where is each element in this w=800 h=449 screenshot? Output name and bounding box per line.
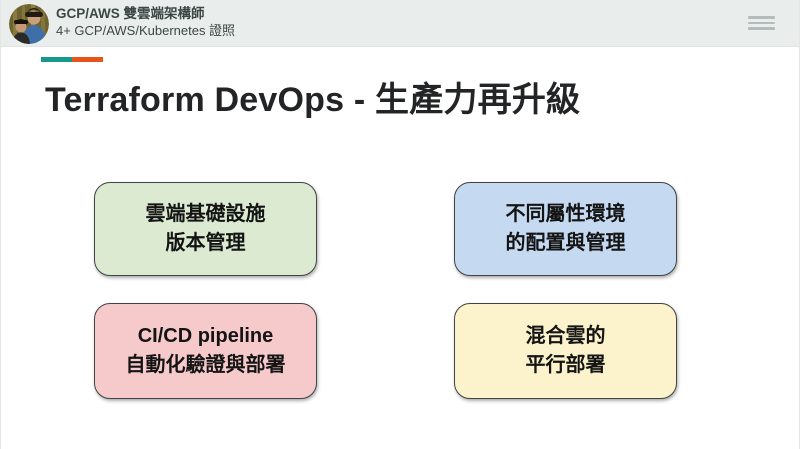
card-hybrid-cloud-parallel-deploy: 混合雲的 平行部署	[454, 303, 677, 399]
slide-title: Terraform DevOps - 生產力再升級	[45, 81, 581, 119]
accent-orange-segment	[72, 57, 103, 62]
slide-canvas: Terraform DevOps - 生產力再升級 雲端基礎設施 版本管理 不同…	[1, 48, 799, 449]
card-text-line: 版本管理	[165, 232, 246, 254]
card-text-line: 混合雲的	[525, 325, 606, 347]
menu-bar-line	[748, 16, 775, 19]
header-subtitle: 4+ GCP/AWS/Kubernetes 證照	[56, 23, 236, 39]
card-cicd-pipeline-automation: CI/CD pipeline 自動化驗證與部署	[94, 303, 317, 399]
card-cloud-infra-version-control: 雲端基礎設施 版本管理	[94, 182, 317, 276]
profile-photo-icon	[9, 3, 49, 44]
card-text-line: 平行部署	[525, 354, 606, 376]
hamburger-menu-icon[interactable]	[748, 9, 775, 37]
avatar[interactable]	[9, 3, 49, 44]
header-title: GCP/AWS 雙雲端架構師	[56, 6, 205, 22]
card-text-line: 雲端基礎設施	[145, 203, 266, 225]
header-bar: GCP/AWS 雙雲端架構師 4+ GCP/AWS/Kubernetes 證照	[1, 0, 799, 47]
card-text-line: CI/CD pipeline	[137, 325, 274, 347]
card-text-line: 不同屬性環境	[505, 203, 626, 225]
menu-bar-line	[748, 21, 775, 25]
card-environment-config-management: 不同屬性環境 的配置與管理	[454, 182, 677, 276]
card-text-line: 的配置與管理	[505, 232, 626, 254]
card-text-line: 自動化驗證與部署	[125, 354, 286, 376]
menu-bar-line	[748, 27, 775, 30]
accent-teal-segment	[41, 57, 72, 62]
header-text: GCP/AWS 雙雲端架構師 4+ GCP/AWS/Kubernetes 證照	[56, 6, 235, 39]
accent-bar	[41, 57, 103, 62]
